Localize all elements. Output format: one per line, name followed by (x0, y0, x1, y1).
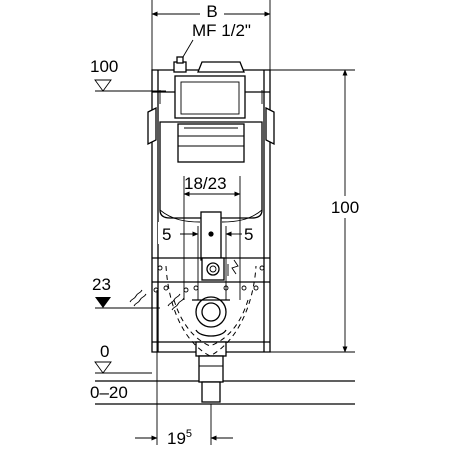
floor-range-label: 0–20 (90, 383, 128, 402)
height-label: 100 (331, 198, 359, 217)
connection-label: MF 1/2" (192, 21, 251, 40)
bottom-dimension: 195 (135, 290, 233, 448)
offset-right-dimension: 5 (225, 222, 263, 300)
bottom-dim-label: 195 (167, 428, 192, 448)
installation-frame (147, 56, 275, 357)
offset-right-label: 5 (244, 225, 253, 244)
offset-left-label: 5 (162, 225, 171, 244)
floor-lines (95, 380, 355, 405)
center-distance-dimension: 18/23 (183, 174, 241, 300)
level-23-label: 23 (92, 275, 111, 294)
level-100-label: 100 (90, 57, 118, 76)
connection-callout: MF 1/2" (179, 21, 251, 63)
width-label: B (206, 2, 217, 21)
level-100-marker: 100 (90, 57, 166, 92)
outlet-pipe (198, 355, 224, 403)
height-dimension: 100 (270, 69, 362, 353)
level-0-label: 0 (100, 342, 109, 361)
level-23-marker: 23 (92, 275, 189, 311)
width-dimension: B (151, 0, 271, 70)
center-distance-label: 18/23 (184, 174, 227, 193)
offset-left-dimension: 5 (158, 222, 199, 300)
level-0-marker: 0 0–20 (90, 342, 152, 402)
